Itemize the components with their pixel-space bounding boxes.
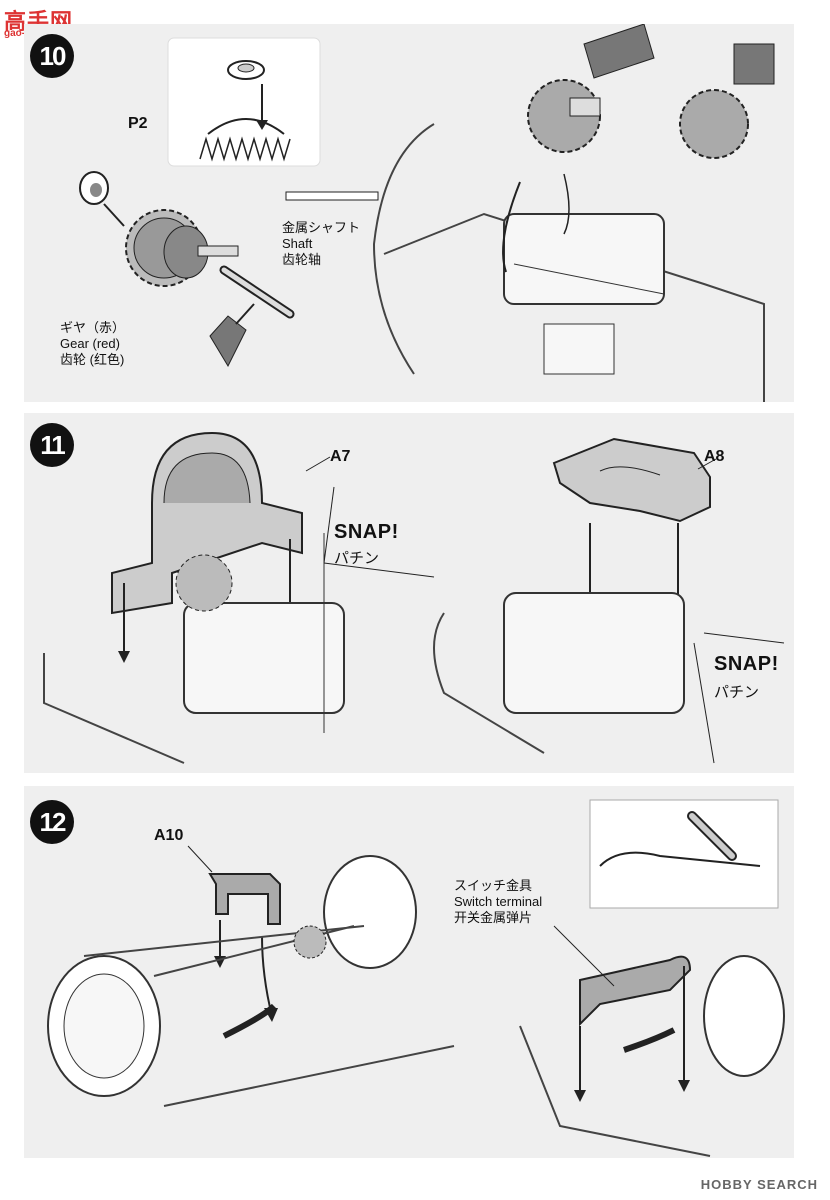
gear-label-en: Gear (red) — [60, 336, 120, 351]
part-p2-label: P2 — [128, 115, 148, 132]
switch-label-cn: 开关金属弹片 — [454, 910, 533, 925]
snap-kana: パチン — [334, 550, 380, 567]
shaft-label-jp: 金属シャフト — [282, 220, 361, 235]
switch-label-en: Switch terminal — [454, 894, 543, 909]
shaft-label-cn: 齿轮轴 — [282, 252, 322, 267]
gear-label-cn: 齿轮 (红色) — [60, 352, 125, 367]
snap-label: SNAP! — [334, 521, 399, 543]
step-number: 12 — [30, 800, 74, 844]
switch-label-jp: スイッチ金具 — [454, 878, 533, 893]
shaft-label-en: Shaft — [282, 236, 313, 251]
hobby-search-watermark: HOBBY SEARCH — [700, 1177, 818, 1192]
step-12-panel: 12 A10 スイッチ金具 Switch terminal 开关金属弹片 — [24, 786, 794, 1158]
step-12-illustration — [47, 799, 785, 1157]
snap-label: SNAP! — [714, 653, 779, 675]
step-11-illustration — [43, 431, 785, 764]
step-11-panel: 11 A7 A8 SNAP! パチン SNAP! パチン — [24, 413, 794, 773]
step-10-illustration — [79, 24, 775, 402]
step-number: 11 — [30, 423, 74, 467]
part-a7-label: A7 — [330, 448, 351, 465]
part-a8-label: A8 — [704, 448, 725, 465]
part-a10-label: A10 — [154, 827, 184, 844]
snap-kana: パチン — [714, 684, 760, 701]
gear-label-jp: ギヤ（赤） — [60, 320, 126, 335]
step-10-panel: 10 P2 金属シャ — [24, 24, 794, 402]
step-number: 10 — [30, 34, 74, 78]
